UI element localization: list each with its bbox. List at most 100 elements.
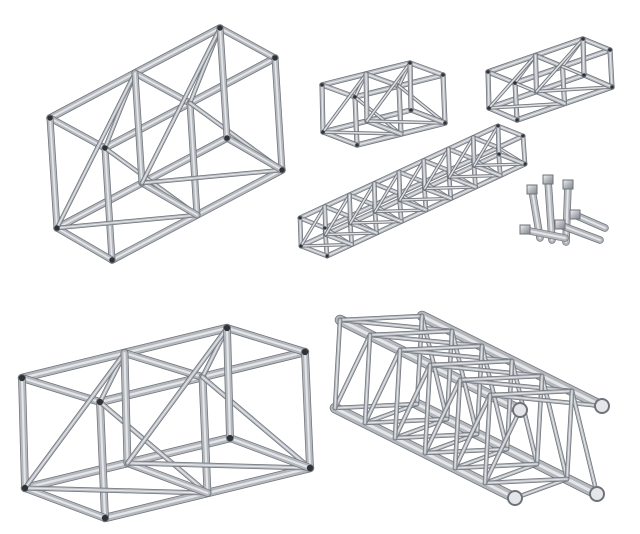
frame-tube [364, 334, 371, 424]
frame-tube [497, 125, 500, 155]
diagonal-brace [399, 198, 452, 201]
diagonal-brace [350, 183, 375, 224]
frame-tube [354, 96, 358, 146]
frame-tube [23, 486, 107, 520]
frame-tube [394, 349, 401, 439]
frame-tube [349, 222, 378, 234]
bolt-joint [513, 81, 517, 85]
diagonal-brace [350, 221, 402, 224]
frame-tube [424, 448, 508, 454]
diagonal-brace [374, 171, 400, 212]
frame-tube [20, 376, 102, 404]
diagonal-brace [459, 379, 573, 392]
bolt-joint [224, 135, 230, 141]
frame-tube [325, 233, 353, 246]
bolt-joint [608, 48, 612, 52]
frame-tube [141, 182, 198, 216]
bolt [559, 224, 601, 241]
diagonal-brace [141, 169, 283, 184]
frame-tube [498, 153, 526, 165]
frame-tube [398, 85, 402, 135]
small-box-truss-middle [319, 60, 448, 148]
bolt-head [526, 184, 538, 195]
frame-tube [322, 131, 358, 146]
frame-tube [484, 394, 491, 484]
diagonal-brace [56, 72, 136, 229]
tube-end [589, 486, 605, 502]
bolt-joint [18, 374, 26, 382]
bolt-joint [582, 73, 586, 77]
diagonal-brace [322, 73, 367, 133]
frame-tube [374, 210, 402, 223]
frame-tube [429, 360, 513, 366]
frame-tube [300, 245, 328, 257]
frame-tube [398, 171, 425, 183]
diagonal-brace [473, 163, 526, 166]
frame-tube [225, 326, 307, 354]
diagonal-brace [424, 148, 449, 189]
diagonal-brace [394, 364, 431, 439]
frame-tube [321, 84, 324, 133]
frame-tube [582, 38, 585, 76]
bolt-joint [21, 484, 29, 492]
bolt-joint [496, 124, 500, 128]
small-box-truss-right [485, 36, 615, 123]
bolt-joint [223, 324, 231, 332]
frame-tube [394, 433, 478, 439]
frame-tube [399, 345, 483, 351]
bolts-and-nuts [519, 174, 609, 246]
frame-tube [566, 390, 573, 480]
bolt [524, 229, 566, 239]
diagonal-brace [300, 244, 353, 247]
diagonal-brace [449, 175, 501, 178]
bolt-joint [408, 61, 412, 65]
diagonal-brace [339, 319, 453, 332]
frame-tube [219, 27, 228, 139]
diagonal-brace [484, 409, 521, 484]
frame-tube [522, 135, 526, 165]
diagonal-brace [571, 390, 598, 495]
frame-tube [423, 159, 450, 172]
bolt-head [569, 209, 581, 220]
bolt-joint [515, 118, 519, 122]
bolt-joint [443, 121, 447, 125]
tube-end [512, 402, 528, 418]
diagonal-brace [364, 349, 401, 424]
diagonal-brace [141, 27, 221, 184]
bolt-joint [101, 514, 109, 522]
diagonal-brace [399, 160, 425, 201]
frame-tube [424, 187, 452, 200]
frame-tube [459, 375, 543, 381]
frame-tube [369, 330, 453, 336]
frame-tube [364, 418, 448, 424]
diagonal-brace [24, 352, 126, 489]
diagonal-brace [449, 137, 474, 178]
diagonal-brace [24, 487, 209, 494]
frame-tube [189, 102, 198, 216]
frame-tube [609, 49, 613, 88]
long-box-truss-beam [297, 123, 528, 259]
bolt-joint [581, 37, 585, 41]
bolt-joint [279, 167, 285, 173]
frame-tube [20, 376, 27, 490]
frame-tube [447, 148, 475, 160]
bolt-joint [323, 226, 327, 230]
frame-tube [104, 147, 113, 261]
bolt-joint [54, 225, 60, 231]
diagonal-brace [366, 62, 411, 122]
frame-tube [409, 62, 412, 111]
diagonal-brace [429, 364, 543, 377]
bolt-joint [226, 434, 234, 442]
bolt-joint [272, 55, 278, 61]
frame-tube [365, 73, 368, 122]
frame-tube [123, 351, 204, 379]
bolt-joint [523, 162, 527, 166]
bolt-joint [487, 106, 491, 110]
bolt-joint [96, 398, 104, 406]
bolt-joint [321, 130, 325, 134]
frame-tube [583, 74, 613, 88]
frame-tube [410, 109, 446, 124]
bolt-joint [298, 216, 302, 220]
diagonal-brace [398, 85, 446, 124]
frame-tube [472, 136, 475, 167]
